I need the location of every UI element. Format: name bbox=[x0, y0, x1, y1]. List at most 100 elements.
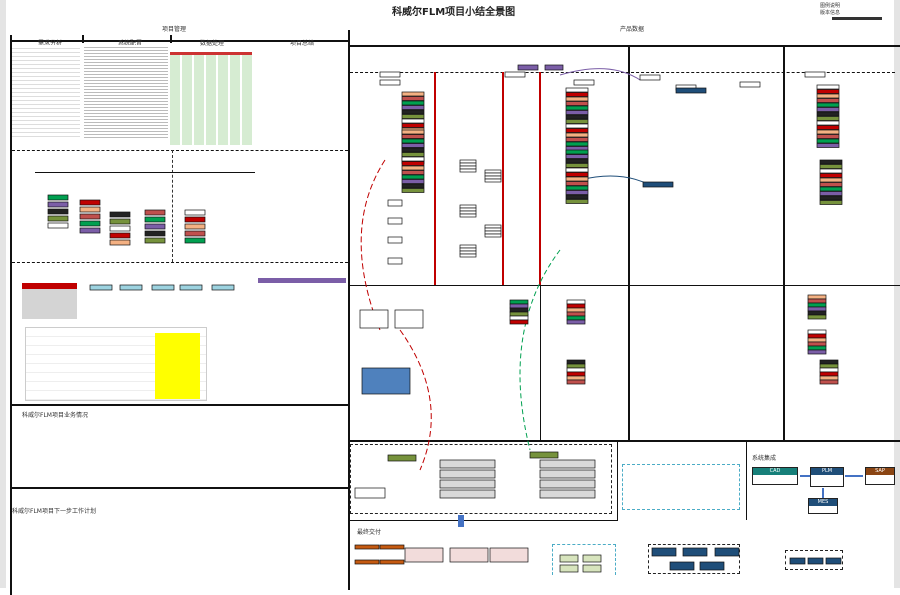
tree-node[interactable] bbox=[565, 123, 589, 129]
system-header[interactable] bbox=[387, 454, 417, 462]
tree-node[interactable] bbox=[401, 183, 425, 189]
deliverable-head[interactable] bbox=[379, 544, 405, 550]
tree-node[interactable] bbox=[184, 223, 206, 230]
tree-node[interactable] bbox=[401, 109, 425, 115]
tree-node[interactable] bbox=[819, 159, 843, 165]
tree-node[interactable] bbox=[565, 101, 589, 106]
tree-node[interactable] bbox=[509, 311, 529, 317]
tree-node[interactable] bbox=[509, 315, 529, 321]
tree-node[interactable] bbox=[819, 359, 839, 365]
tree-node[interactable] bbox=[184, 230, 206, 237]
tree-node[interactable] bbox=[566, 299, 586, 305]
tree-node[interactable] bbox=[816, 129, 840, 135]
tree-node[interactable] bbox=[565, 199, 589, 204]
tree-node[interactable] bbox=[566, 359, 586, 365]
deliverable-card[interactable] bbox=[582, 564, 602, 573]
tree-node[interactable] bbox=[565, 105, 589, 111]
tree-node[interactable] bbox=[565, 194, 589, 200]
tree-node[interactable] bbox=[565, 181, 589, 186]
tree-node[interactable] bbox=[819, 191, 843, 196]
tree-node[interactable] bbox=[109, 218, 131, 225]
system-mes[interactable]: MES bbox=[808, 498, 838, 514]
tree-node[interactable] bbox=[144, 230, 166, 237]
deliverable-card[interactable] bbox=[807, 557, 824, 565]
tree-node[interactable] bbox=[509, 303, 529, 309]
doc-node[interactable] bbox=[459, 159, 477, 164]
tree-node[interactable] bbox=[401, 179, 425, 184]
tree-node[interactable] bbox=[819, 363, 839, 369]
process-step[interactable] bbox=[539, 469, 596, 479]
doc-node[interactable] bbox=[459, 247, 477, 252]
phase-cell[interactable] bbox=[179, 284, 203, 291]
tree-node[interactable] bbox=[144, 223, 166, 230]
tree-node[interactable] bbox=[816, 116, 840, 121]
system-plm[interactable]: PLM bbox=[810, 467, 844, 487]
tree-node[interactable] bbox=[401, 105, 425, 110]
tree-node[interactable] bbox=[816, 138, 840, 144]
tree-node[interactable] bbox=[816, 134, 840, 139]
process-step[interactable] bbox=[439, 489, 496, 499]
tree-node[interactable] bbox=[184, 216, 206, 223]
tree-node[interactable] bbox=[675, 87, 707, 94]
tree-node[interactable] bbox=[639, 74, 661, 81]
phase-cell[interactable] bbox=[89, 284, 113, 291]
tree-node[interactable] bbox=[401, 165, 425, 171]
doc-node[interactable] bbox=[387, 217, 403, 225]
deliverable-card[interactable] bbox=[582, 554, 602, 563]
doc-node[interactable] bbox=[459, 210, 477, 215]
tree-node[interactable] bbox=[401, 174, 425, 180]
tree-node[interactable] bbox=[565, 87, 589, 93]
doc-node[interactable] bbox=[484, 233, 502, 238]
tree-node[interactable] bbox=[819, 367, 839, 373]
tree-node[interactable] bbox=[184, 237, 206, 244]
spreadsheet-thumbnail[interactable] bbox=[170, 52, 252, 145]
tree-node[interactable] bbox=[47, 222, 69, 229]
deliverable-card[interactable] bbox=[669, 561, 695, 571]
tree-node[interactable] bbox=[401, 138, 425, 144]
equipment-image[interactable] bbox=[361, 367, 411, 395]
tree-node[interactable] bbox=[401, 123, 425, 128]
deliverable-head[interactable] bbox=[354, 544, 380, 550]
tree-node[interactable] bbox=[565, 141, 589, 147]
tree-node[interactable] bbox=[401, 91, 425, 97]
doc-node[interactable] bbox=[484, 169, 502, 174]
document-thumbnail[interactable] bbox=[12, 45, 80, 140]
tree-node[interactable] bbox=[401, 152, 425, 157]
tree-node[interactable] bbox=[816, 84, 840, 90]
tree-node[interactable] bbox=[79, 206, 101, 213]
tree-node[interactable] bbox=[401, 188, 425, 193]
doc-node[interactable] bbox=[484, 178, 502, 183]
system-box[interactable] bbox=[354, 487, 386, 499]
screen-panel[interactable] bbox=[394, 309, 424, 329]
tree-node[interactable] bbox=[565, 167, 589, 173]
tree-node[interactable] bbox=[401, 161, 425, 166]
tree-node[interactable] bbox=[109, 211, 131, 218]
tree-node[interactable] bbox=[144, 237, 166, 244]
doc-node[interactable] bbox=[459, 204, 477, 209]
tree-node[interactable] bbox=[807, 329, 827, 335]
tree-node[interactable] bbox=[565, 119, 589, 124]
tree-node[interactable] bbox=[807, 302, 827, 308]
process-step[interactable] bbox=[539, 489, 596, 499]
doc-node[interactable] bbox=[459, 244, 477, 249]
tree-node[interactable] bbox=[401, 114, 425, 119]
deliverable-card[interactable] bbox=[789, 557, 806, 565]
tree-node[interactable] bbox=[819, 173, 843, 178]
tree-node[interactable] bbox=[509, 319, 529, 325]
tree-node[interactable] bbox=[816, 102, 840, 108]
tree-node[interactable] bbox=[819, 375, 839, 381]
tree-node[interactable] bbox=[819, 371, 839, 377]
tree-node[interactable] bbox=[566, 375, 586, 381]
doc-node[interactable] bbox=[387, 199, 403, 207]
tree-node[interactable] bbox=[509, 299, 529, 305]
tree-node[interactable] bbox=[544, 64, 564, 71]
deliverable-card[interactable] bbox=[559, 554, 579, 563]
tree-node[interactable] bbox=[819, 186, 843, 192]
tree-node[interactable] bbox=[79, 227, 101, 234]
tree-node[interactable] bbox=[565, 149, 589, 155]
tree-node[interactable] bbox=[565, 176, 589, 182]
tree-node[interactable] bbox=[565, 190, 589, 195]
tree-node[interactable] bbox=[565, 96, 589, 102]
system-cad[interactable]: CAD bbox=[752, 467, 798, 485]
deliverable-card[interactable] bbox=[404, 547, 444, 563]
